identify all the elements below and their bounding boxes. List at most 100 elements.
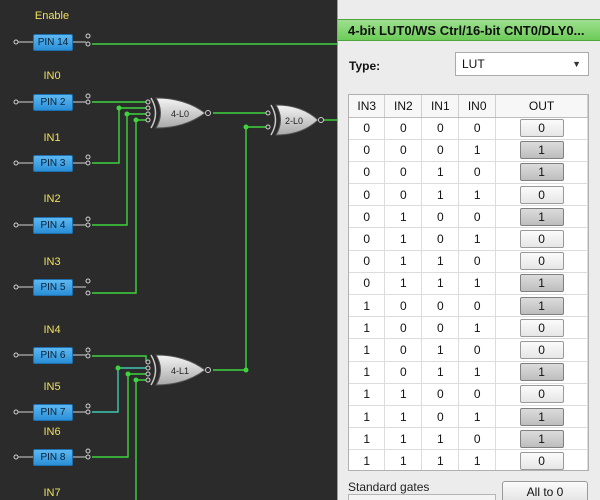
- chevron-down-icon: ▼: [572, 59, 581, 69]
- gate-4l1[interactable]: 4-L1: [150, 354, 211, 386]
- out-toggle-button[interactable]: 0: [519, 318, 564, 337]
- out-toggle-button[interactable]: 0: [519, 451, 564, 470]
- out-cell: 0: [495, 117, 588, 140]
- truth-table-header-row: IN3 IN2 IN1 IN0 OUT: [349, 95, 588, 118]
- input-cell: 1: [349, 427, 386, 451]
- standard-gates-group: [348, 494, 496, 500]
- out-toggle-button[interactable]: 0: [519, 340, 564, 359]
- out-toggle-button[interactable]: 1: [519, 363, 564, 382]
- input-cell: 0: [421, 383, 460, 406]
- input-cell: 0: [421, 117, 460, 140]
- out-cell: 1: [495, 205, 588, 229]
- input-cell: 0: [384, 316, 423, 340]
- pin-label-in6: IN6: [43, 426, 61, 438]
- out-toggle-button[interactable]: 1: [519, 407, 564, 426]
- input-cell: 1: [458, 316, 497, 340]
- pin-14-button[interactable]: PIN 14: [33, 34, 73, 51]
- input-cell: 0: [421, 294, 460, 318]
- input-cell: 1: [384, 427, 423, 451]
- out-toggle-button[interactable]: 0: [519, 185, 564, 204]
- wire-in2: [92, 113, 146, 226]
- input-cell: 1: [421, 361, 460, 384]
- pin-4-button[interactable]: PIN 4: [33, 217, 73, 234]
- out-toggle-button[interactable]: 1: [519, 207, 564, 226]
- gate-2l0-label: 2-L0: [285, 116, 303, 126]
- input-cell: 1: [384, 205, 423, 229]
- input-cell: 0: [458, 294, 497, 318]
- pin-2-button[interactable]: PIN 2: [33, 94, 73, 111]
- out-toggle-button[interactable]: 0: [519, 119, 564, 138]
- input-cell: 1: [384, 383, 423, 406]
- input-cell: 0: [349, 117, 386, 140]
- input-cell: 1: [349, 338, 386, 362]
- out-toggle-button[interactable]: 1: [519, 141, 564, 160]
- gate-4l0-label: 4-L0: [171, 109, 189, 119]
- type-dropdown[interactable]: LUT ▼: [455, 52, 589, 76]
- input-cell: 0: [349, 139, 386, 162]
- out-cell: 0: [495, 383, 588, 406]
- input-cell: 0: [458, 250, 497, 273]
- input-cell: 1: [349, 316, 386, 340]
- pin-3-button[interactable]: PIN 3: [33, 155, 73, 172]
- out-cell: 0: [495, 183, 588, 207]
- out-toggle-button[interactable]: 1: [519, 296, 564, 315]
- all-to-0-button[interactable]: All to 0: [502, 481, 588, 500]
- input-cell: 0: [384, 161, 423, 185]
- input-cell: 1: [421, 338, 460, 362]
- pin-6-button[interactable]: PIN 6: [33, 347, 73, 364]
- out-cell: 1: [495, 405, 588, 429]
- input-cell: 0: [384, 361, 423, 384]
- pin-label-in2: IN2: [43, 193, 61, 205]
- out-cell: 0: [495, 250, 588, 273]
- input-cell: 0: [421, 316, 460, 340]
- input-cell: 1: [458, 227, 497, 251]
- input-cell: 0: [349, 205, 386, 229]
- input-cell: 0: [384, 294, 423, 318]
- wires: [92, 43, 337, 500]
- input-cell: 0: [458, 117, 497, 140]
- gate-inputs: [145, 99, 271, 383]
- input-cell: 1: [458, 183, 497, 207]
- junctions: [115, 105, 249, 383]
- out-toggle-button[interactable]: 0: [519, 385, 564, 404]
- panel-title: 4-bit LUT0/WS Ctrl/16-bit CNT0/DLY0...: [338, 19, 600, 41]
- pin-5-button[interactable]: PIN 5: [33, 279, 73, 296]
- out-toggle-button[interactable]: 0: [519, 230, 564, 249]
- pin-label-enable: Enable: [34, 10, 70, 22]
- header-in0: IN0: [458, 95, 497, 118]
- out-toggle-button[interactable]: 0: [519, 252, 564, 271]
- input-cell: 1: [384, 449, 423, 470]
- input-cell: 1: [384, 272, 423, 296]
- pin-8-button[interactable]: PIN 8: [33, 449, 73, 466]
- gate-2l0[interactable]: 2-L0: [270, 104, 324, 136]
- input-cell: 1: [349, 361, 386, 384]
- type-dropdown-value: LUT: [462, 57, 485, 71]
- wire-in4: [92, 355, 147, 362]
- gate-4l1-label: 4-L1: [171, 366, 189, 376]
- out-cell: 1: [495, 427, 588, 451]
- pin-label-in4: IN4: [43, 324, 61, 336]
- input-cell: 0: [421, 139, 460, 162]
- out-toggle-button[interactable]: 1: [519, 163, 564, 182]
- out-toggle-button[interactable]: 1: [519, 274, 564, 293]
- gate-4l0[interactable]: 4-L0: [150, 97, 211, 129]
- out-toggle-button[interactable]: 1: [519, 429, 564, 448]
- input-cell: 0: [421, 405, 460, 429]
- input-cell: 0: [458, 161, 497, 185]
- out-cell: 0: [495, 227, 588, 251]
- input-cell: 1: [349, 294, 386, 318]
- input-cell: 1: [458, 405, 497, 429]
- input-cell: 1: [458, 449, 497, 470]
- wire-in6: [92, 373, 146, 458]
- schematic-canvas[interactable]: 4-L0 2-L0 4-L1 Enable: [0, 0, 337, 500]
- pin-7-button[interactable]: PIN 7: [33, 404, 73, 421]
